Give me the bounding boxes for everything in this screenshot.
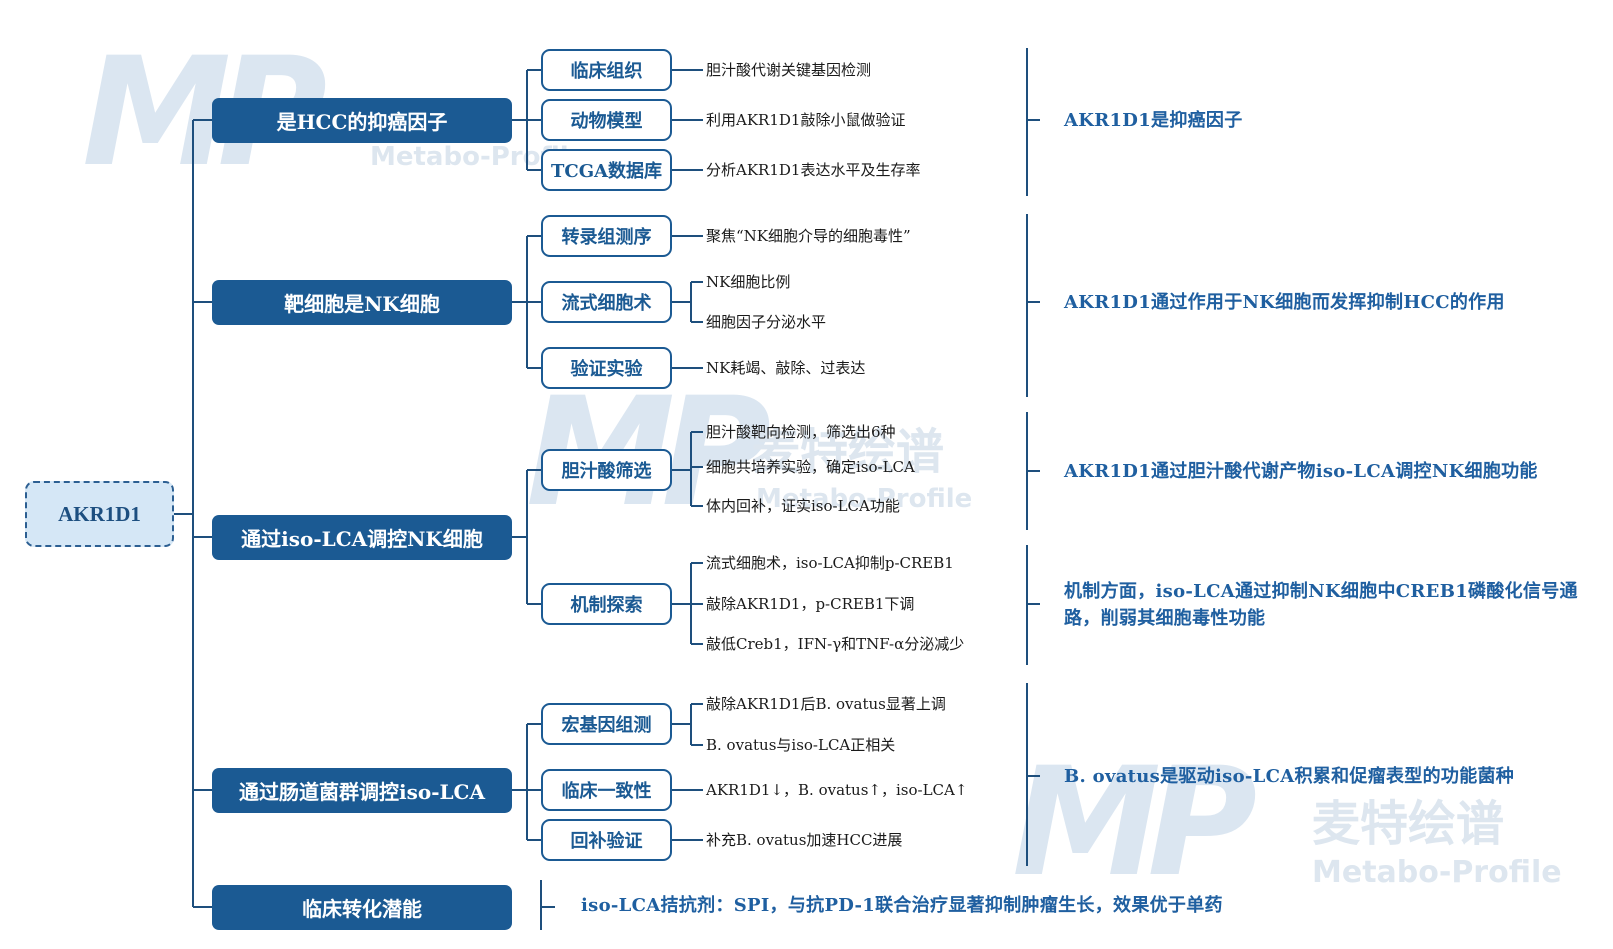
- leaf-text: 流式细胞术，iso-LCA抑制p-CREB1: [706, 554, 954, 572]
- sub-validation-experiment: 验证实验: [541, 347, 672, 389]
- leaf-text: NK细胞比例: [706, 273, 791, 291]
- leaf-text: 敲除AKR1D1后B. ovatus显著上调: [706, 695, 946, 713]
- conclusion-nk-cells: AKR1D1通过作用于NK细胞而发挥抑制HCC的作用: [1064, 292, 1505, 313]
- leaf-text: 补充B. ovatus加速HCC进展: [706, 831, 903, 849]
- sub-flow-cytometry: 流式细胞术: [541, 281, 672, 323]
- leaf-text: 细胞共培养实验，确定iso-LCA: [706, 458, 915, 476]
- leaf-text: AKR1D1↓，B. ovatus↑，iso-LCA↑: [706, 781, 968, 799]
- conclusion-clinical: iso-LCA拮抗剂：SPI，与抗PD-1联合治疗显著抑制肿瘤生长，效果优于单药: [581, 895, 1223, 916]
- sub-metagenomics: 宏基因组测: [541, 703, 672, 745]
- leaf-text: B. ovatus与iso-LCA正相关: [706, 736, 896, 754]
- branch-target-nk-cells: 靶细胞是NK细胞: [212, 280, 512, 325]
- leaf-text: 体内回补，证实iso-LCA功能: [706, 497, 900, 515]
- branch-clinical-potential: 临床转化潜能: [212, 885, 512, 930]
- leaf-text: 细胞因子分泌水平: [706, 313, 827, 331]
- branch-gut-microbiota: 通过肠道菌群调控iso-LCA: [212, 768, 512, 813]
- root-node-akr1d1: AKR1D1: [25, 481, 174, 547]
- sub-bile-acid-screening: 胆汁酸筛选: [541, 449, 672, 491]
- conclusion-mechanism: 机制方面，iso-LCA通过抑制NK细胞中CREB1磷酸化信号通路，削弱其细胞毒…: [1064, 581, 1578, 629]
- sub-transcriptome-seq: 转录组测序: [541, 215, 672, 257]
- conclusion-tumor-suppressor: AKR1D1是抑癌因子: [1064, 110, 1243, 131]
- leaf-text: NK耗竭、敲除、过表达: [706, 359, 866, 377]
- leaf-text: 胆汁酸代谢关键基因检测: [706, 61, 872, 79]
- branch-iso-lca-regulation: 通过iso-LCA调控NK细胞: [212, 515, 512, 560]
- leaf-text: 聚焦“NK细胞介导的细胞毒性”: [706, 227, 911, 245]
- branch-tumor-suppressor: 是HCC的抑癌因子: [212, 98, 512, 143]
- conclusion-b-ovatus: B. ovatus是驱动iso-LCA积累和促瘤表型的功能菌种: [1064, 766, 1515, 787]
- leaf-text: 敲除AKR1D1，p-CREB1下调: [706, 595, 915, 613]
- leaf-text: 分析AKR1D1表达水平及生存率: [706, 161, 921, 179]
- conclusion-iso-lca: AKR1D1通过胆汁酸代谢产物iso-LCA调控NK细胞功能: [1064, 461, 1538, 482]
- sub-animal-model: 动物模型: [541, 99, 672, 141]
- leaf-text: 胆汁酸靶向检测，筛选出6种: [706, 423, 896, 441]
- leaf-text: 敲低Creb1，IFN-γ和TNF-α分泌减少: [706, 635, 965, 653]
- sub-tcga-database: TCGA数据库: [541, 149, 672, 191]
- sub-clinical-consistency: 临床一致性: [541, 769, 672, 811]
- sub-mechanism-exploration: 机制探索: [541, 583, 672, 625]
- leaf-text: 利用AKR1D1敲除小鼠做验证: [706, 111, 906, 129]
- sub-supplement-validation: 回补验证: [541, 819, 672, 861]
- sub-clinical-tissue: 临床组织: [541, 49, 672, 91]
